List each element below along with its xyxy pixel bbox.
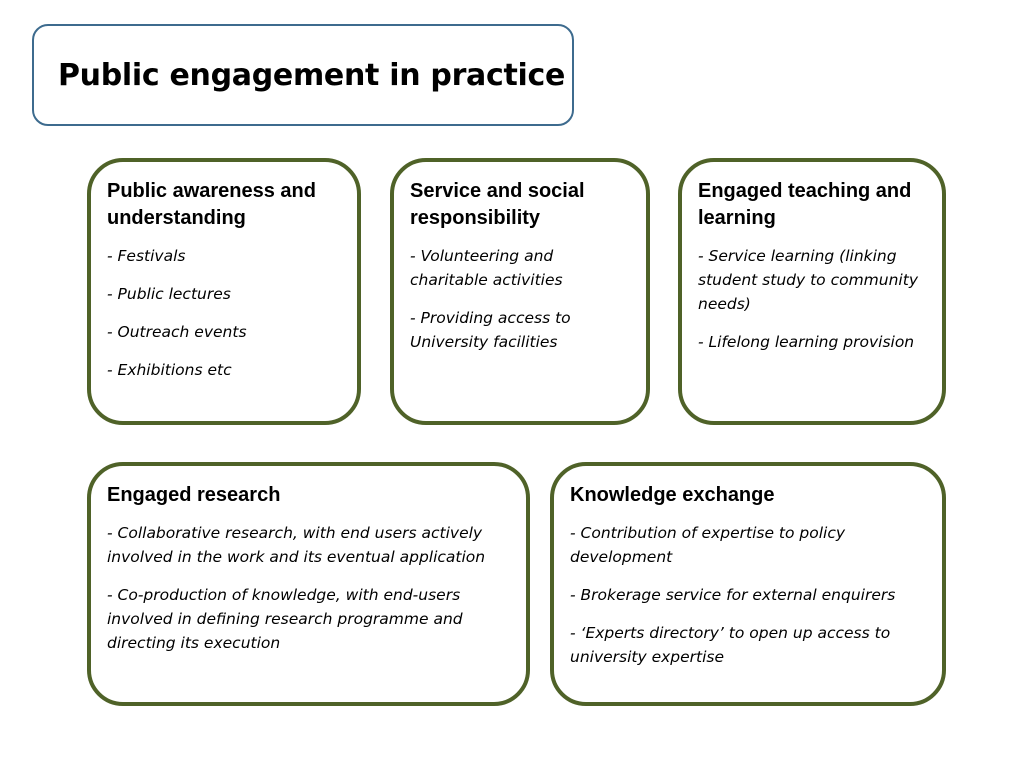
card-engaged-teaching: Engaged teaching and learning - Service … [678,158,946,425]
card-item-list: - Collaborative research, with end users… [107,521,510,655]
list-item: - Providing access to University facilit… [410,309,571,351]
card-service-social-responsibility: Service and social responsibility - Volu… [390,158,650,425]
card-public-awareness: Public awareness and understanding - Fes… [87,158,361,425]
list-item: - Collaborative research, with end users… [107,524,486,566]
list-item: - Outreach events [107,323,247,341]
list-item: - Co-production of knowledge, with end-u… [107,586,463,652]
card-heading: Engaged teaching and learning [698,180,912,229]
card-item-list: - Service learning (linking student stud… [698,244,926,354]
list-item: - Contribution of expertise to policy de… [570,524,846,566]
card-item-list: - Volunteering and charitable activities… [410,244,630,354]
card-heading: Public awareness and understanding [107,180,316,229]
card-heading: Service and social responsibility [410,180,585,229]
card-engaged-research: Engaged research - Collaborative researc… [87,462,530,706]
card-heading: Knowledge exchange [570,484,775,506]
list-item: - ‘Experts directory’ to open up access … [570,624,891,666]
list-item: - Brokerage service for external enquire… [570,586,896,604]
title-box: Public engagement in practice [32,24,574,126]
list-item: - Festivals [107,247,186,265]
card-item-list: - Festivals - Public lectures - Outreach… [107,244,341,382]
list-item: - Exhibitions etc [107,361,232,379]
list-item: - Volunteering and charitable activities [410,247,563,289]
list-item: - Service learning (linking student stud… [698,247,918,313]
card-heading: Engaged research [107,484,281,506]
list-item: - Lifelong learning provision [698,333,915,351]
card-knowledge-exchange: Knowledge exchange - Contribution of exp… [550,462,946,706]
page-title: Public engagement in practice [58,57,566,93]
list-item: - Public lectures [107,285,231,303]
card-item-list: - Contribution of expertise to policy de… [570,521,926,669]
